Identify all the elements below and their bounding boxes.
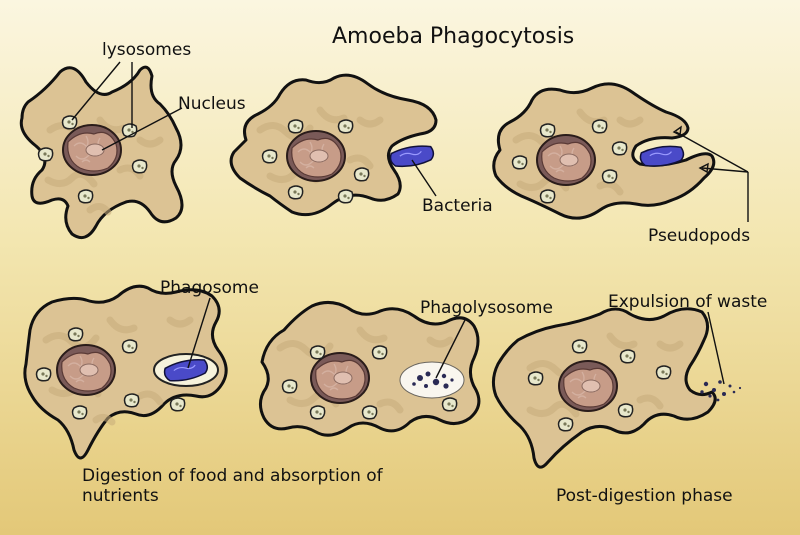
nucleus <box>536 134 596 186</box>
lysosome <box>337 189 354 204</box>
label-bacteria: Bacteria <box>422 196 493 216</box>
lysosome <box>123 393 140 408</box>
lysosome <box>511 155 528 170</box>
lysosome <box>557 417 574 432</box>
label-lysosomes: lysosomes <box>102 40 192 60</box>
lysosome <box>35 367 52 382</box>
label-phagolysosome: Phagolysosome <box>420 298 553 318</box>
lysosome <box>591 119 608 134</box>
lysosome <box>77 189 94 204</box>
lysosome <box>353 167 370 182</box>
lysosome <box>601 169 618 184</box>
lysosome <box>527 371 544 386</box>
nucleus <box>62 124 122 176</box>
nucleus <box>558 360 618 412</box>
amoeba-cell-1 <box>19 65 184 240</box>
label-expulsion-of-waste: Expulsion of waste <box>608 292 768 312</box>
lysosome <box>441 397 458 412</box>
lysosome <box>371 345 388 360</box>
amoeba-cell-2 <box>229 73 438 217</box>
label-pseudopods: Pseudopods <box>648 226 751 246</box>
label-post-digestion: Post-digestion phase <box>556 486 733 506</box>
lysosome <box>261 149 278 164</box>
label-pointers <box>71 61 749 385</box>
lysosome <box>539 123 556 138</box>
lysosome <box>361 405 378 420</box>
nucleus <box>310 352 370 404</box>
amoeba-cell-5 <box>259 301 481 437</box>
lysosome <box>655 365 672 380</box>
amoeba-cell-4 <box>23 284 228 460</box>
label-phagosome: Phagosome <box>160 278 259 298</box>
label-digestion: Digestion of food and absorption of nutr… <box>82 466 383 506</box>
lysosome <box>337 119 354 134</box>
lysosome <box>37 147 54 162</box>
diagram-title: Amoeba Phagocytosis <box>332 24 575 49</box>
lysosome <box>617 403 634 418</box>
lysosome <box>539 189 556 204</box>
nucleus <box>56 344 116 396</box>
expelled-waste <box>700 380 742 402</box>
lysosome <box>287 185 304 200</box>
lysosome <box>121 339 138 354</box>
bacteria <box>388 142 436 170</box>
lysosome <box>67 327 84 342</box>
lysosome <box>131 159 148 174</box>
nucleus <box>286 130 346 182</box>
lysosome <box>309 345 326 360</box>
lysosome <box>309 405 326 420</box>
label-nucleus: Nucleus <box>178 94 246 114</box>
amoeba-cell-3 <box>492 82 716 220</box>
digested-particles <box>412 371 454 389</box>
lysosome <box>169 397 186 412</box>
lysosome <box>571 339 588 354</box>
lysosome <box>287 119 304 134</box>
lysosome <box>611 141 628 156</box>
lysosome <box>281 379 298 394</box>
amoeba-cell-6 <box>491 307 742 469</box>
lysosome <box>71 405 88 420</box>
phagolysosome-vesicle <box>399 361 465 399</box>
lysosome <box>619 349 636 364</box>
